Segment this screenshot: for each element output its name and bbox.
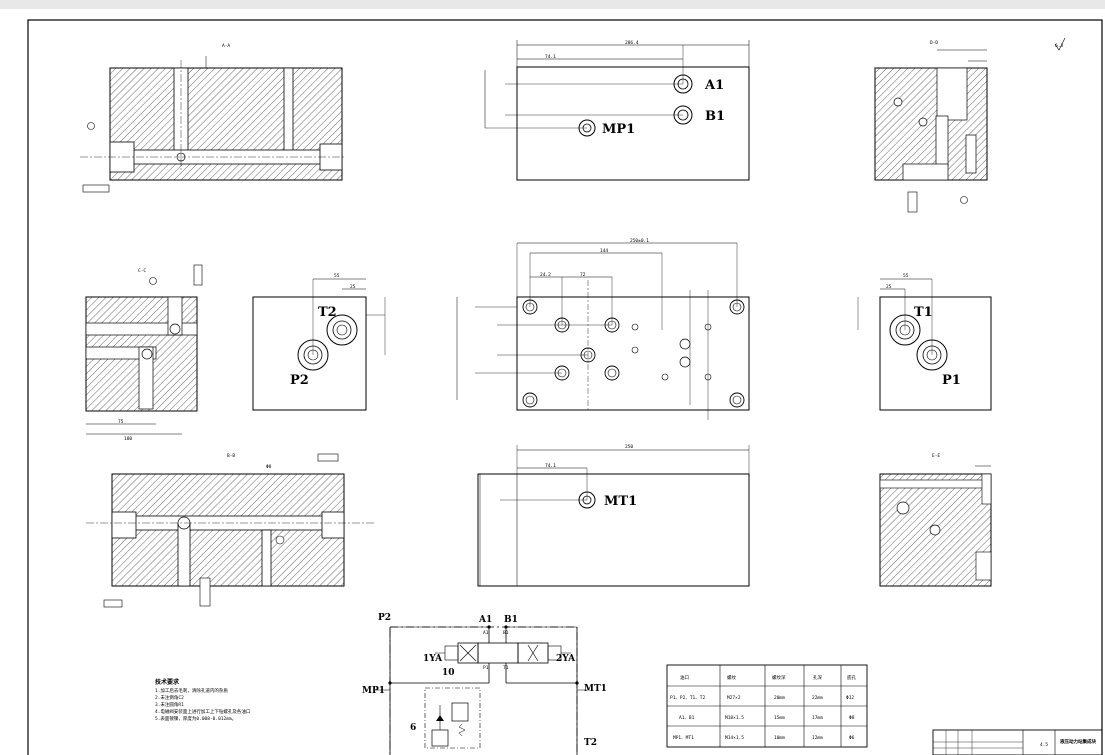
schem-a-inner: A1 [483,630,489,636]
schem-a1: A1 [478,615,492,625]
notes-title: 技术要求 [155,678,180,686]
note-line-4: 4.电磁阀安装面上进行加工上下钻螺孔及各油口 [155,708,250,715]
note-line-1: 1.加工后去毛刺，清除孔道内的杂质 [155,687,228,694]
table-header-3: 孔深 [813,674,822,681]
note-line-5: 5.表面镀镍，厚度为0.008-0.012mm。 [155,715,236,722]
schem-1ya: 1YA [423,654,443,664]
schem-p-inner: P1 [483,665,489,671]
table-cell-2-0: MP1、MT1 [673,735,694,741]
table-cell-1-3: 17mm [812,715,823,721]
view-label-bb: B-B [227,453,235,459]
view-t1-p1: 55 25 T1 P1 [857,273,992,411]
dim-main-144: 144 [600,248,608,254]
port-b1: B1 [705,109,725,124]
dim-main-width: 250±0.1 [630,238,649,244]
title-block: 4.5 液压动力站集成块 [932,729,1103,755]
dim-bottom-741: 74.1 [545,463,556,469]
table-header-0: 油口 [680,674,689,681]
titleblock-name: 液压动力站集成块 [1060,738,1096,745]
port-p2: P2 [290,373,309,388]
port-p1: P1 [942,373,961,388]
port-t2: T2 [318,305,337,320]
schem-mp1: MP1 [362,686,385,696]
dim-p1-55: 55 [903,273,909,279]
sheet-border [27,19,1103,755]
note-line-3: 3.未注圆角R1 [155,701,184,708]
view-label-cc: C-C [138,268,146,274]
table-header-2: 螺纹深 [772,674,786,681]
view-label-ee: E-E [932,453,940,459]
view-t2-p2: 55 25 T2 P2 [252,273,386,411]
table-cell-0-4: Φ12 [846,695,854,701]
dim-cc-75: 75 [118,419,124,425]
technical-notes: 技术要求 1.加工后去毛刺，清除孔道内的杂质 2.未注倒角C2 3.未注圆角R1… [155,678,250,722]
titleblock-scale: 4.5 [1040,742,1048,748]
table-cell-2-3: 12mm [812,735,823,741]
port-mt1: MT1 [604,494,637,509]
table-cell-1-0: A1、B1 [679,715,695,721]
section-dd: D-D [874,40,988,213]
dim-cc-180: 180 [124,436,132,442]
dim-bottom-width: 250 [625,444,633,450]
dim-main-24: 24.2 [540,272,551,278]
view-label-aa: A-A [222,43,230,49]
dim-t2-55: 55 [334,273,340,279]
schem-relief-no: 6 [410,723,416,733]
table-header-4: 底孔 [847,674,856,681]
roughness-mark: 6.3 [1055,43,1063,49]
section-bb: B-B Φ8 [86,453,375,608]
schem-t2: T2 [584,738,597,748]
dim-bb-dia: Φ8 [266,464,272,470]
table-header-1: 螺纹 [727,674,736,681]
view-label-dd: D-D [930,40,938,46]
view-bottom-mt1: 250 74.1 MT1 [477,444,750,587]
hydraulic-schematic: P2 A1 B1 MP1 MT1 T2 1YA 2YA 10 6 P1 T1 A… [362,613,607,755]
dim-top-a1x: 74.1 [545,54,556,60]
dim-t2-25: 25 [350,284,356,290]
schem-2ya: 2YA [556,654,576,664]
view-top-ports: 286.4 74.1 A1 B1 MP1 [484,40,750,181]
table-cell-1-1: M18×1.5 [725,715,744,721]
table-cell-0-3: 22mm [812,695,823,701]
table-cell-2-1: M14×1.5 [725,735,744,741]
schem-b1: B1 [504,615,518,625]
dim-p1-25: 25 [886,284,892,290]
dim-main-72: 72 [580,272,586,278]
view-main-center: 250±0.1 144 24.2 72 [456,238,750,420]
schem-valve-no: 10 [442,668,455,678]
dim-top-width: 286.4 [625,40,639,46]
table-cell-2-4: Φ6 [849,735,855,741]
port-table: 油口 螺纹 螺纹深 孔深 底孔 P1、P2、T1、T2 M27×2 20mm 2… [666,664,868,748]
note-line-2: 2.未注倒角C2 [155,694,184,701]
table-cell-0-2: 20mm [774,695,785,701]
table-cell-0-1: M27×2 [727,695,741,701]
section-cc: C-C 75 180 [85,264,203,442]
port-t1: T1 [914,305,933,320]
schem-mt1: MT1 [584,684,607,694]
port-a1: A1 [704,78,724,93]
port-mp1: MP1 [602,122,635,137]
table-cell-1-2: 15mm [774,715,785,721]
table-cell-1-4: Φ8 [849,715,855,721]
table-cell-2-2: 10mm [774,735,785,741]
schem-p2: P2 [378,613,391,623]
section-ee: E-E [879,453,992,587]
section-aa: A-A [80,43,345,193]
table-cell-0-0: P1、P2、T1、T2 [670,695,705,701]
